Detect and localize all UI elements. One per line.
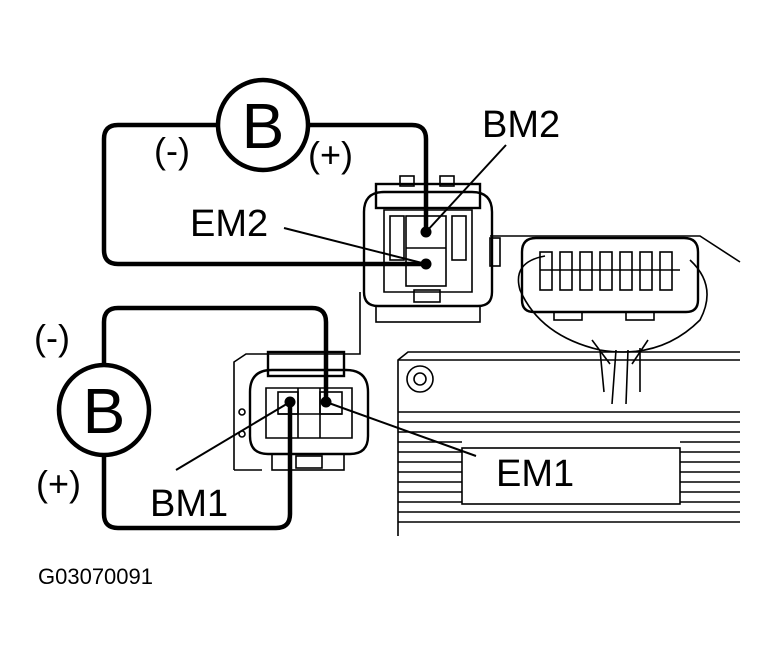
bottom-battery-label: B [83,375,126,447]
top-connector [362,175,501,323]
bracket-rivet-1 [238,408,246,416]
bottom-connector-bracket [233,292,361,470]
large-connector-pins [539,251,680,291]
em2-label: EM2 [190,203,268,245]
top-connector-side-tab [489,237,501,267]
large-connector-latch-left [553,311,583,321]
em1-leader-line [325,401,477,457]
large-connector-housing [520,236,700,314]
top-battery: B [215,77,311,173]
top-connector-center [405,215,447,287]
top-connector-lock [375,305,481,323]
bottom-connector-lock [271,453,345,471]
bottom-connector-back [266,350,346,378]
bottom-connector-housing [248,368,370,456]
bm1-label: BM1 [150,483,228,525]
top-battery-label: B [242,90,285,162]
bm1-leader-line [175,401,291,471]
top-connector-tab-left [399,175,415,187]
large-connector-latch-right [625,311,655,321]
harness-wire-strands [591,339,649,365]
top-connector-face [383,209,473,293]
ecu-mount-hole-inner [413,372,427,386]
em1-label: EM1 [496,453,574,495]
ecu-module [397,351,740,536]
harness-wires [599,348,641,405]
bottom-battery-symbol [56,362,152,458]
ecu-outline [397,351,740,536]
top-positive-label: (+) [308,134,353,175]
bottom-positive-label: (+) [36,463,81,504]
top-connector-latch [413,289,441,303]
large-connector [490,235,741,405]
bottom-connector-cavity-1 [277,391,299,415]
bottom-circuit-negative-wire [101,305,329,405]
ecu-cooling-fins [398,411,740,523]
bottom-connector-cavity-3 [319,391,343,415]
bottom-battery: B [56,362,152,458]
top-connector-cavity-1 [389,215,405,261]
top-battery-symbol [215,77,311,173]
bottom-connector-face [265,387,353,439]
top-connector-back [374,182,482,210]
bottom-circuit-positive-wire [101,399,293,531]
top-negative-label: (-) [154,130,190,171]
ecu-mount-hole [406,365,434,393]
ecu-label-plate [461,447,681,505]
top-connector-cavity-4 [451,215,467,261]
bottom-negative-label: (-) [34,317,70,358]
bottom-connector-latch [295,455,323,469]
top-circuit-positive-wire [305,122,429,235]
connector-bracket [490,235,741,263]
em2-leader-line [283,227,427,265]
top-connector-tab-right [439,175,455,187]
figure-code: G03070091 [38,564,153,589]
bm2-leader-line [425,144,507,233]
bm2-label: BM2 [482,104,560,146]
top-circuit-negative-wire [101,122,429,267]
